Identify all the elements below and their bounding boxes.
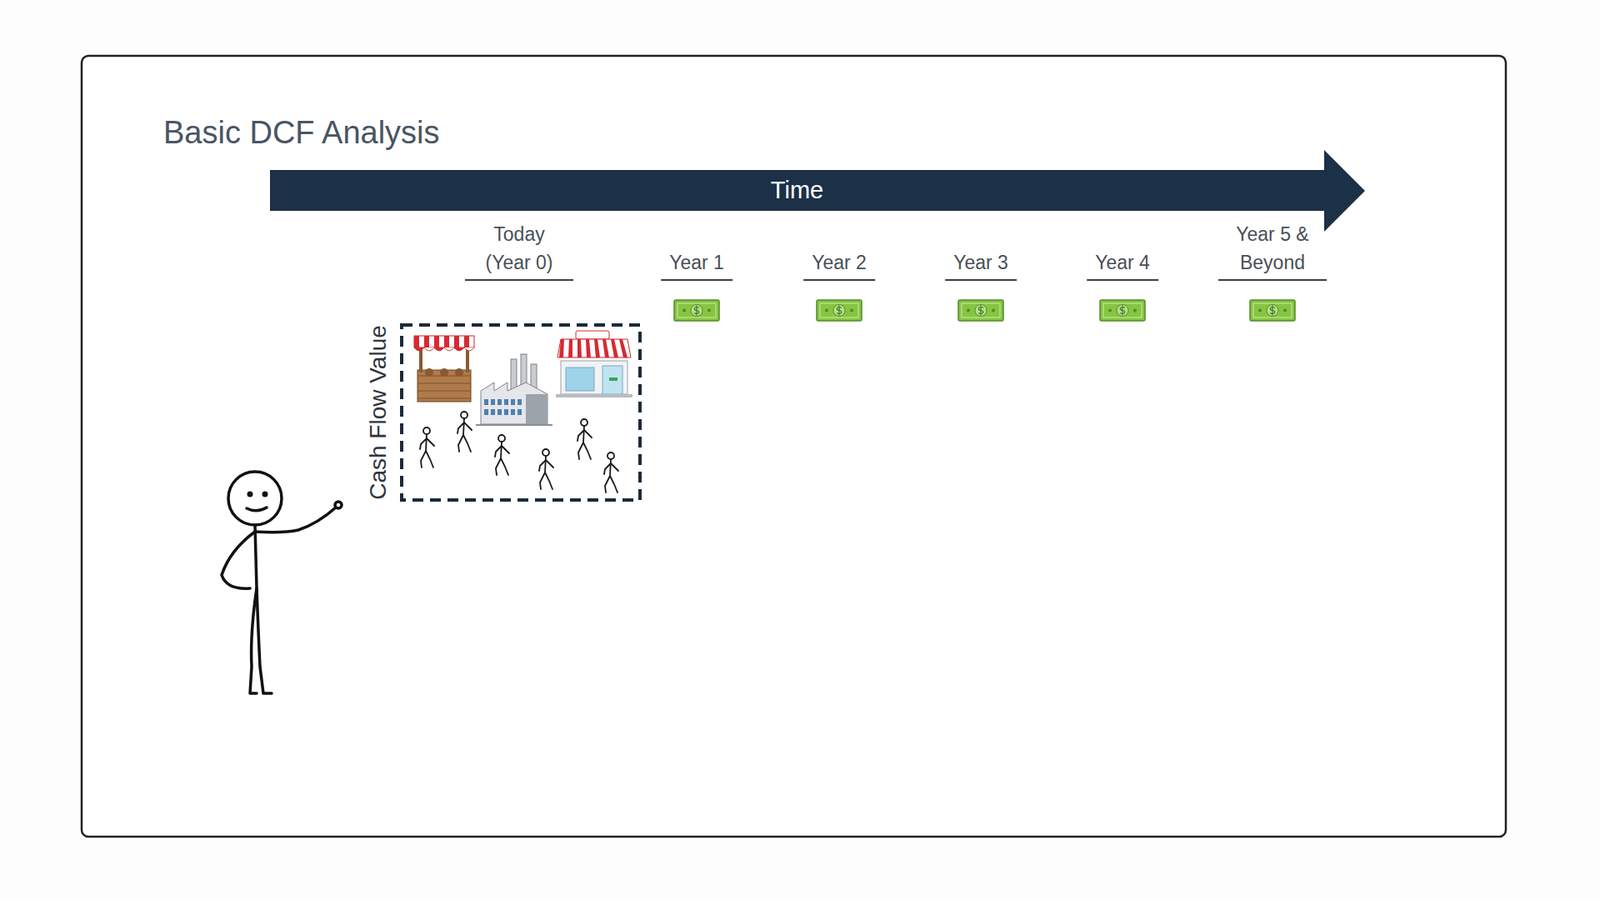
money-bill [1100, 300, 1145, 321]
stick-figure [221, 471, 342, 694]
arrow-label: Time [270, 170, 1325, 211]
cash-flow-box: Cash Flow Value [400, 324, 641, 501]
year-label: Year 2 [803, 248, 875, 281]
time-arrow: Time [270, 150, 1365, 232]
year-label: Year 1 [660, 248, 733, 281]
money-bill [1250, 300, 1295, 321]
people [420, 411, 619, 493]
box-heading: Cash Flow Value [365, 325, 392, 500]
market-stall [414, 335, 475, 402]
box-outline [400, 324, 641, 501]
money-bill [958, 300, 1004, 321]
year-label: Year 4 [1086, 248, 1159, 281]
slide-frame [81, 55, 1506, 837]
year-label: Year 5 & Beyond [1218, 220, 1327, 281]
store [555, 330, 633, 398]
year-label: Today (Year 0) [465, 220, 574, 281]
money-bill [816, 300, 862, 321]
slide-title: Basic DCF Analysis [163, 115, 440, 151]
year-label: Year 3 [945, 248, 1017, 281]
factory [475, 354, 553, 425]
money-bills [674, 300, 1295, 321]
money-bill [674, 300, 720, 321]
